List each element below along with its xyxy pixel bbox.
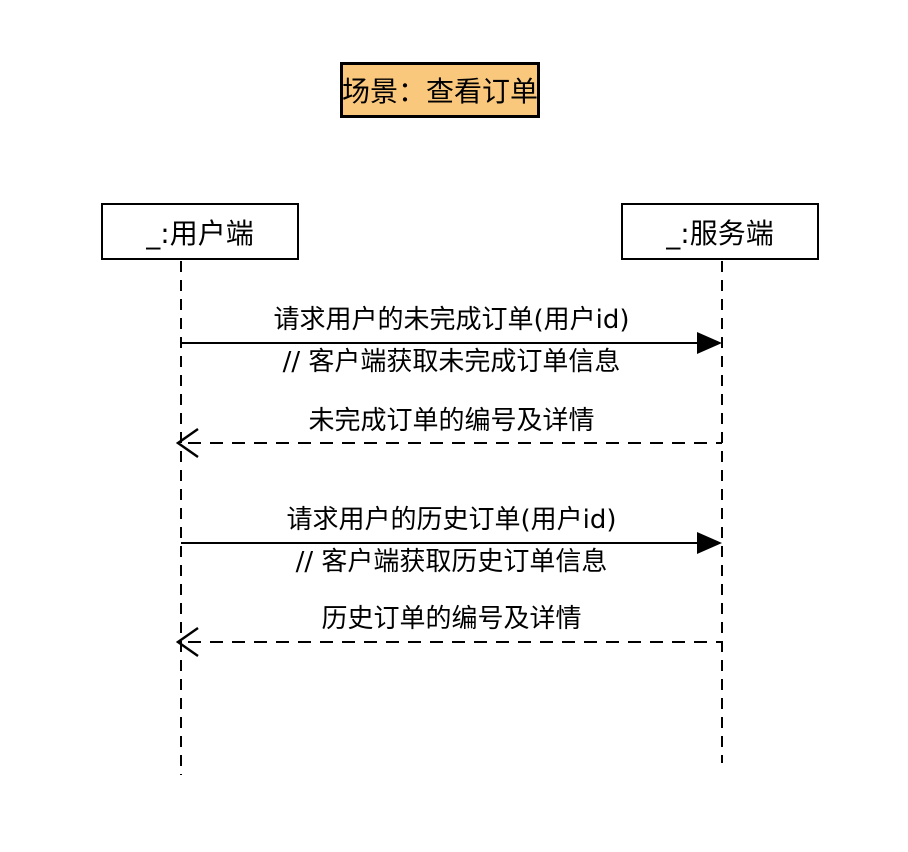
message-4-label: 历史订单的编号及详情: [321, 604, 582, 634]
actor-client-label: _:用户端: [146, 216, 254, 250]
message-3-label: 请求用户的历史订单(用户id): [286, 505, 617, 535]
actor-server-label: _:服务端: [666, 216, 774, 250]
actor-box-client: _:用户端: [101, 203, 299, 260]
arrowhead-filled-right-icon: [697, 532, 722, 554]
actor-box-server: _:服务端: [621, 203, 819, 260]
message-2-label: 未完成订单的编号及详情: [308, 406, 595, 436]
message-4-line: [188, 641, 722, 643]
diagram-title: 场景：查看订单: [342, 75, 539, 108]
message-3-line: [181, 542, 698, 544]
message-1-comment: // 客户端获取未完成订单信息: [282, 347, 621, 377]
lifeline-server: [721, 261, 723, 763]
arrowhead-open-left-icon: [176, 627, 199, 657]
arrowhead-open-left-icon: [176, 428, 199, 458]
diagram-title-box: 场景：查看订单: [340, 62, 540, 118]
message-3-comment: // 客户端获取历史订单信息: [295, 547, 608, 577]
message-1-label: 请求用户的未完成订单(用户id): [273, 305, 630, 335]
message-1-line: [181, 342, 698, 344]
message-2-line: [188, 442, 722, 444]
arrowhead-filled-right-icon: [697, 332, 722, 354]
lifeline-client: [180, 261, 182, 775]
